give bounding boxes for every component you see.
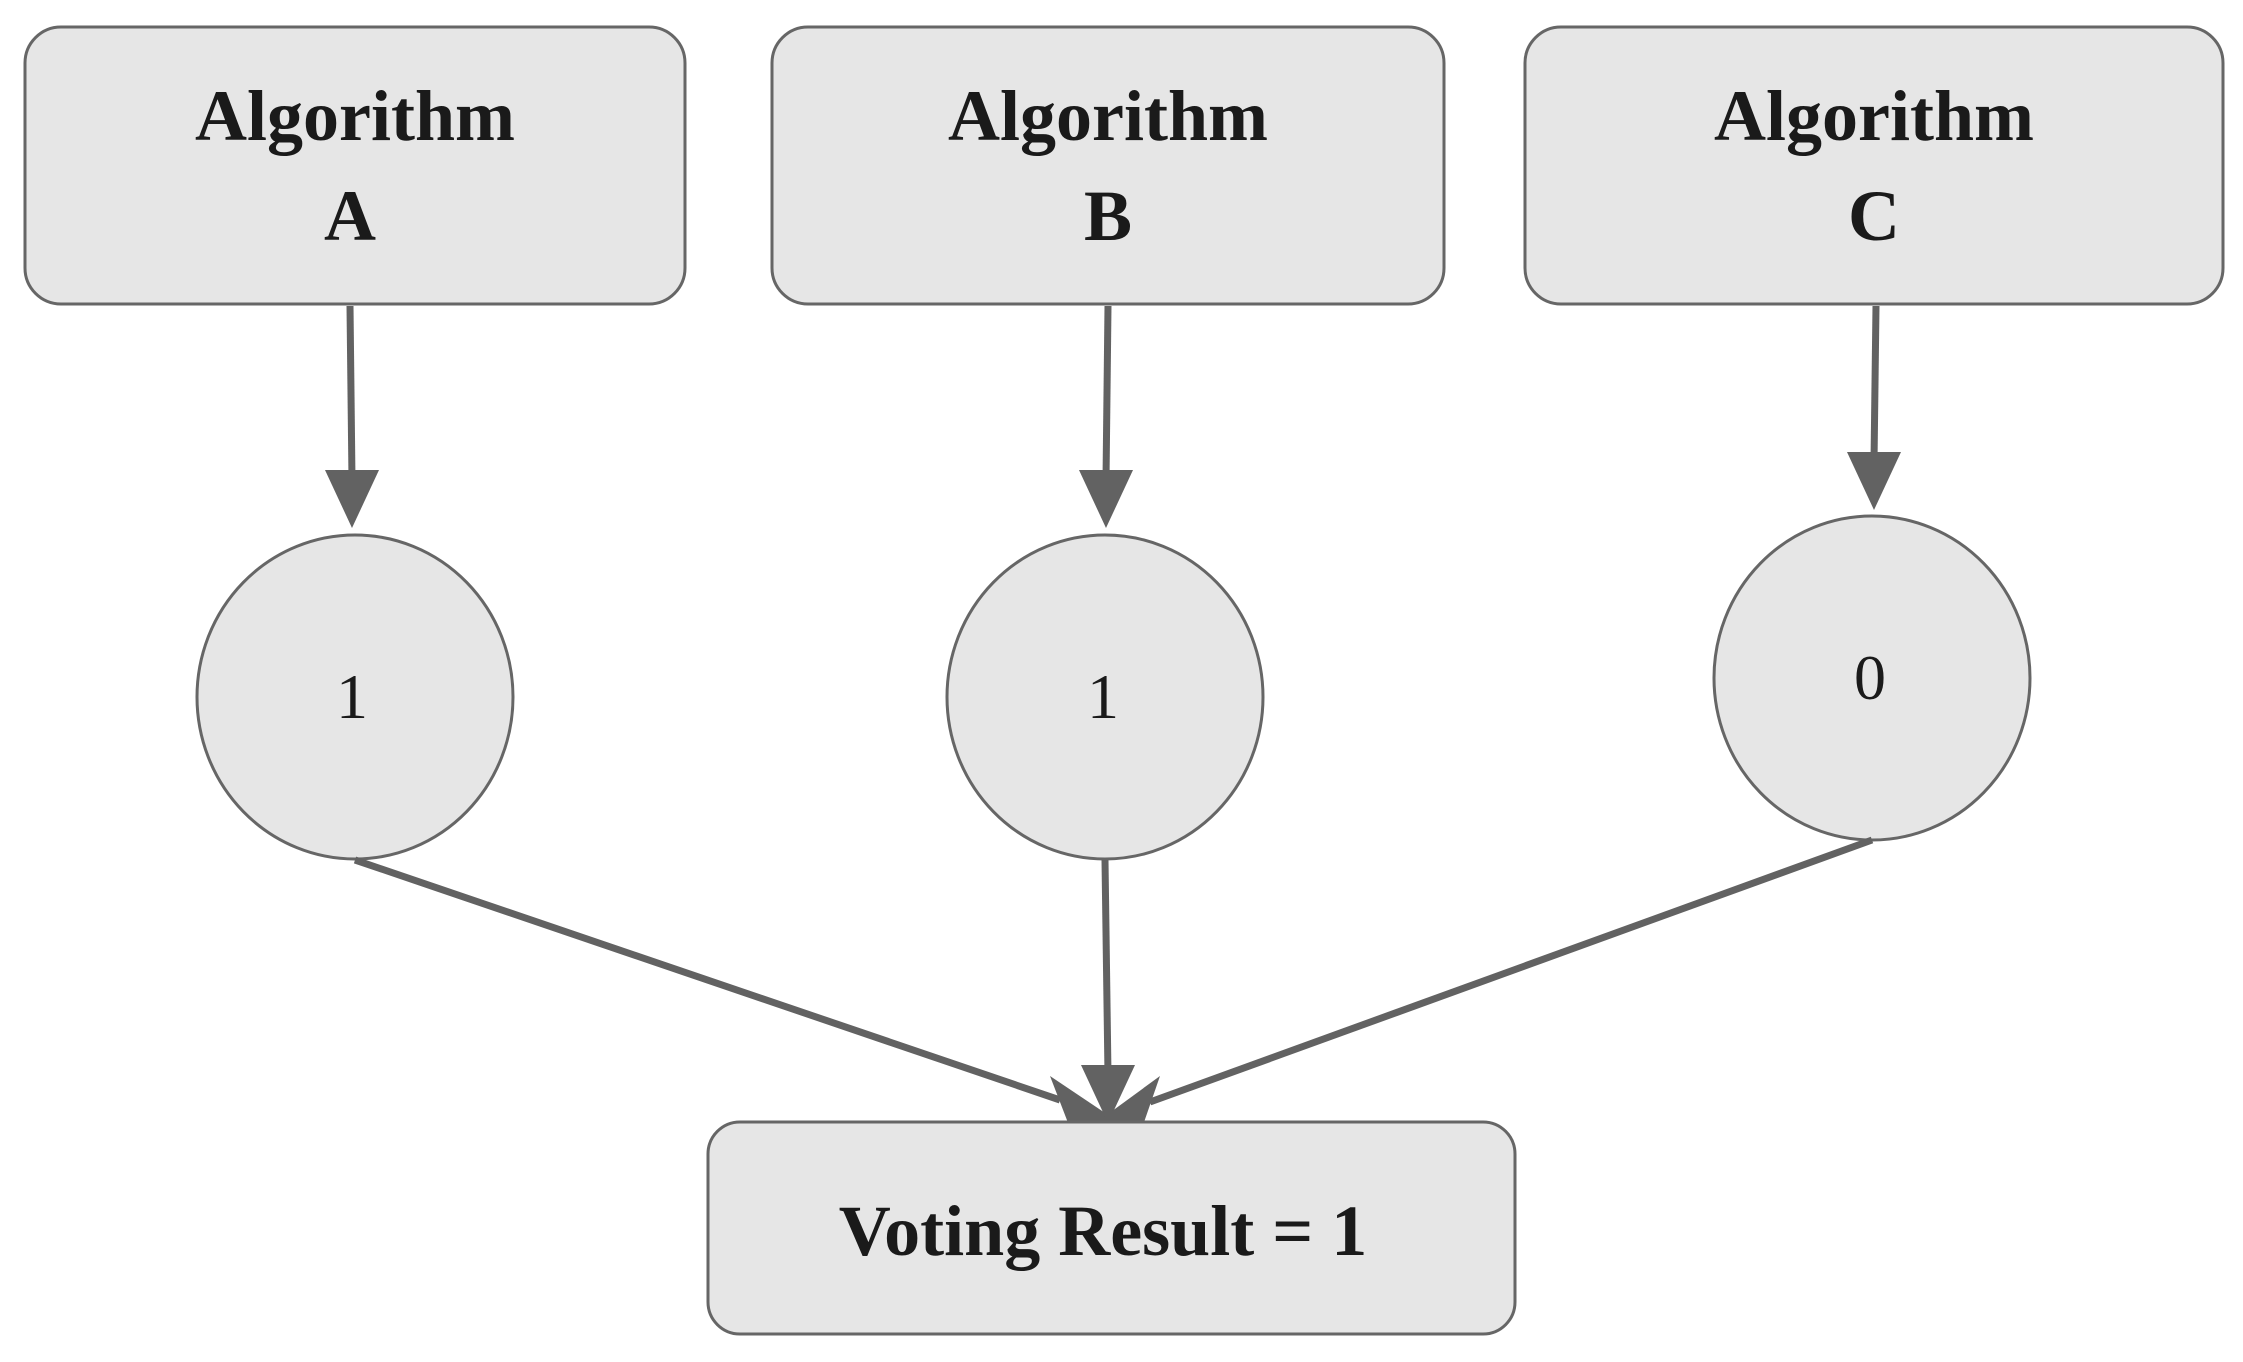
voting-result-box: Voting Result = 1 xyxy=(706,1120,1517,1336)
algorithm-a-letter: A xyxy=(324,176,376,256)
algorithm-a-box: Algorithm A xyxy=(23,25,687,306)
arrow-a-to-result xyxy=(353,856,1123,1128)
output-value-c: 0 xyxy=(1854,642,1886,713)
algorithm-b-title: Algorithm xyxy=(948,76,1268,156)
arrow-c-to-output xyxy=(1847,305,1901,510)
arrow-b-to-output xyxy=(1079,305,1133,528)
output-node-a: 1 xyxy=(195,533,515,861)
algorithm-c-title: Algorithm xyxy=(1714,76,2034,156)
output-node-c: 0 xyxy=(1712,514,2032,842)
arrow-c-to-result xyxy=(1093,836,1874,1128)
algorithm-c-box: Algorithm C xyxy=(1523,25,2225,306)
arrow-a-to-output xyxy=(325,305,379,528)
output-value-b: 1 xyxy=(1087,661,1119,732)
algorithm-c-letter: C xyxy=(1848,176,1900,256)
output-value-a: 1 xyxy=(336,661,368,732)
voting-result-label: Voting Result = 1 xyxy=(839,1191,1367,1271)
algorithm-b-box: Algorithm B xyxy=(770,25,1446,306)
algorithm-b-letter: B xyxy=(1084,176,1132,256)
arrow-b-to-result xyxy=(1081,859,1135,1123)
output-node-b: 1 xyxy=(945,533,1265,861)
algorithm-a-title: Algorithm xyxy=(195,76,515,156)
